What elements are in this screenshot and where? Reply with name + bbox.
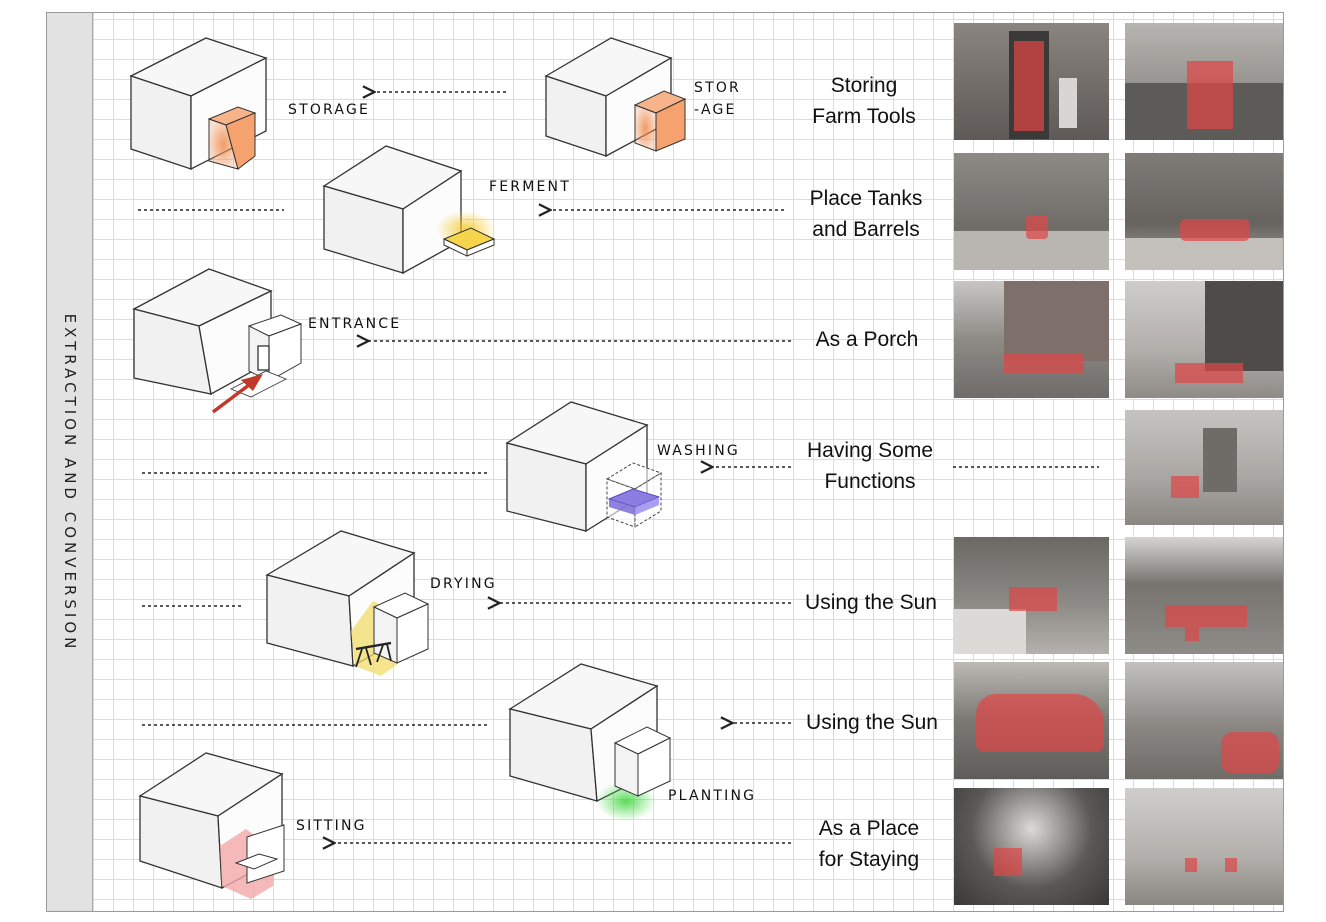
storage-photo-1 [954,23,1109,140]
ferment-description: Place Tanks and Barrels [810,183,923,245]
planting-photo-2 [1125,662,1283,779]
washing-photo [1125,410,1283,525]
sitting-description-line-2: for Staying [818,848,920,871]
entrance-label: ENTRANCE [308,316,402,332]
sitting-description-line-1: As a Place [818,817,920,840]
storage-label-split-bottom: -AGE [694,102,737,118]
entrance-diagram [132,268,303,414]
storage-description-line-2: Farm Tools [812,105,916,128]
entrance-description: As a Porch [816,324,919,355]
diagram-canvas [129,37,1099,899]
ferment-description-line-1: Place Tanks [809,187,923,210]
planting-description: Using the Sun [806,707,938,738]
sitting-photo-2 [1125,788,1283,905]
drying-diagram [265,530,430,676]
washing-label: WASHING [657,443,740,459]
planting-description-line-1: Using the Sun [806,711,938,734]
storage-photo-2 [1125,23,1283,140]
ferment-label: FERMENT [489,179,571,195]
sitting-diagram [138,752,285,899]
storage-description: Storing Farm Tools [812,70,915,132]
ferment-description-line-2: and Barrels [812,218,920,241]
sidebar: EXTRACTION AND CONVERSION [47,13,93,911]
storage-diagram-right [544,37,687,158]
ferment-diagram [322,145,496,275]
entrance-photo-1 [954,281,1109,398]
sitting-description: As a Place for Staying [819,813,919,875]
sitting-photo-1 [954,788,1109,905]
storage-diagram-left [129,37,268,171]
drying-label: DRYING [430,576,497,592]
ferment-photo-1 [954,153,1109,270]
sitting-label: SITTING [296,818,367,834]
entrance-photo-2 [1125,281,1283,398]
drying-photo-2 [1125,537,1283,654]
entrance-description-line-1: As a Porch [815,328,919,351]
drying-description-line-1: Using the Sun [805,591,937,614]
planting-photo-1 [954,662,1109,779]
planting-diagram [508,663,672,821]
drying-photo-1 [954,537,1109,654]
drying-description: Using the Sun [805,587,937,618]
ferment-photo-2 [1125,153,1283,270]
planting-label: PLANTING [668,788,757,804]
washing-description-line-1: Having Some [806,439,934,462]
storage-label-split-top: STOR [694,80,741,96]
washing-description-line-2: Functions [824,470,916,493]
storage-label: STORAGE [288,102,371,118]
storage-description-line-1: Storing [830,74,898,97]
diagram-frame: EXTRACTION AND CONVERSION [46,12,1284,912]
washing-description: Having Some Functions [807,435,933,497]
washing-diagram [505,401,663,533]
